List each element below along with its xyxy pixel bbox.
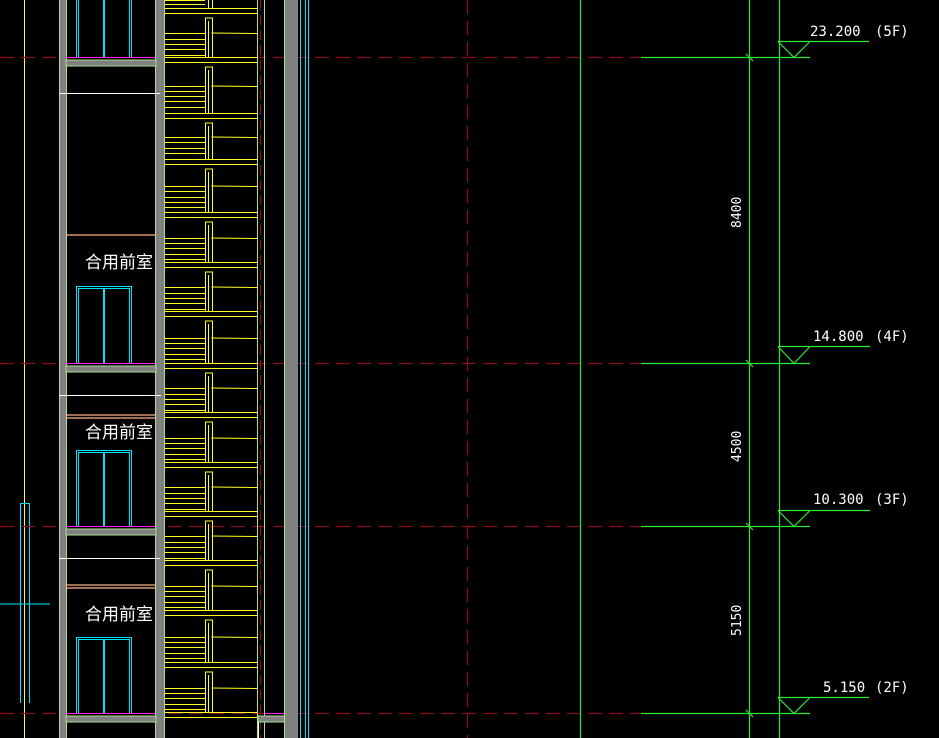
elevation-marker-5f [777,40,869,59]
dimension-text-5150: 5150 [730,605,745,636]
elevation-floor-4f: (4F) [875,329,909,345]
beam-lines [66,234,155,589]
dimension-text-8400: 8400 [730,197,745,228]
elevation-marker-2f [777,696,869,715]
elevation-value-5f: 23.200 [810,24,861,40]
dimension-text-4500: 4500 [730,431,745,462]
elevation-floor-3f: (3F) [875,492,909,508]
elevation-value-2f: 5.150 [823,680,865,696]
shaft-left-wall [59,0,67,738]
shaft-floor-slabs [65,59,157,723]
elevation-floor-2f: (2F) [875,680,909,696]
elevator-door-4f [76,286,132,363]
elevator-door-top [76,0,132,57]
elevator-door-3f [76,450,132,526]
room-label-4f: 合用前室 [85,253,153,273]
ceiling-lines [59,93,161,559]
elevation-value-3f: 10.300 [813,492,864,508]
room-label-2f: 合用前室 [85,605,153,625]
elevation-marker-3f [777,509,870,528]
stair-section [165,0,258,718]
elevation-value-4f: 14.800 [813,329,864,345]
shaft-right-wall [155,0,165,738]
finish-floor-lines [66,57,285,714]
left-cyan-detail [0,503,50,703]
room-label-3f: 合用前室 [85,423,153,443]
elevation-marker-4f [777,345,870,365]
stair-right-wall [257,0,286,738]
dimension-lines [579,0,810,738]
exterior-wall [284,0,298,738]
elevator-door-2f [76,637,132,713]
curtain-wall-lines [300,0,309,738]
elevation-floor-5f: (5F) [875,24,909,40]
